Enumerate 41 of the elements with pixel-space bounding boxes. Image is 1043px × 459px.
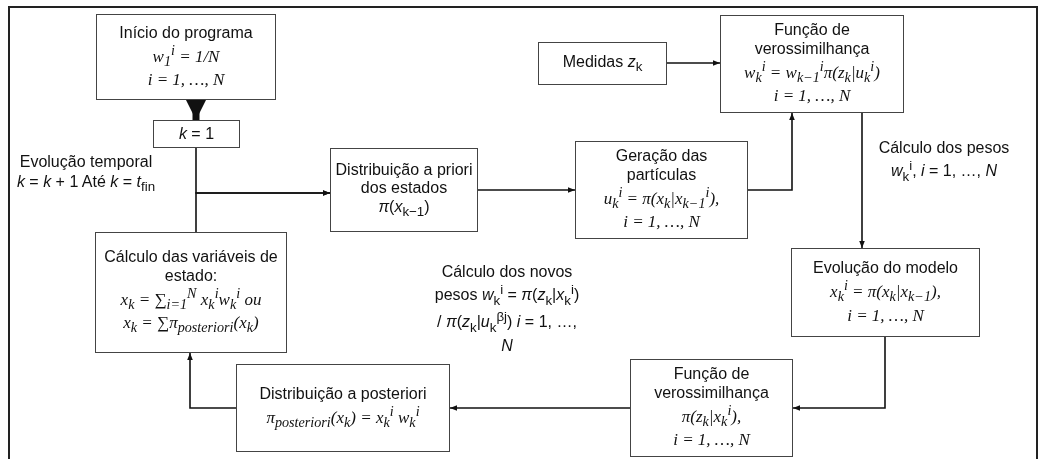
arrow xyxy=(187,352,237,409)
arrow xyxy=(186,100,206,120)
formula: i = 1, …, N xyxy=(623,212,700,233)
process-box xyxy=(96,14,276,100)
arrow xyxy=(859,112,865,249)
formula: x$_{k}$$^{i}$ = π(x$_{k}$|x$_{k−1}$), xyxy=(830,277,941,306)
arrow xyxy=(195,190,331,233)
arrow xyxy=(449,405,631,411)
arrow xyxy=(792,336,886,411)
formula: w$_{1}$$^{i}$ = 1/N xyxy=(152,41,220,70)
process-box xyxy=(330,148,478,232)
formula: x$_{k}$ = ∑π$_{posteriori}$(x$_{k}$) xyxy=(123,313,259,337)
box-heading: Medidas z$_{k}$ xyxy=(562,52,643,75)
formula: i = 1, …, N xyxy=(147,70,225,91)
box-heading: Função de verossimilhança xyxy=(753,21,871,59)
formula: i = 1, …, N xyxy=(847,305,924,326)
box-heading: Geração das partículas xyxy=(614,147,709,185)
box-heading: Função de verossimilhança xyxy=(653,365,770,403)
process-box xyxy=(720,15,904,113)
arrow xyxy=(666,60,721,66)
formula: w$_{k}$$^{i}$ = w$_{k−1}$$^{i}$π(z$_{k}$|u$_{k}$$^{i}$) xyxy=(744,58,880,87)
formula: x$_{k}$ = ∑$_{i=1}$$^{N}$ x$_{k}$$^{i}$w$_{k}$$^{i}$ ou xyxy=(120,285,262,314)
process-box xyxy=(791,248,980,337)
box-heading: Distribuição a posteriori xyxy=(259,384,427,404)
box-heading: Início do programa xyxy=(119,23,253,42)
box-heading: Distribuição a priori dos estados π(x$_{k−1}$) xyxy=(335,160,473,220)
process-box xyxy=(236,364,450,452)
process-box xyxy=(538,42,667,85)
arrow xyxy=(477,187,576,193)
process-box xyxy=(95,232,287,353)
formula: i = 1, …, N xyxy=(773,86,851,107)
arrow xyxy=(747,112,795,191)
formula: u$_{k}$$^{i}$ = π(x$_{k}$|x$_{k−1}$$^{i}$), xyxy=(603,184,720,213)
process-box xyxy=(153,120,240,148)
process-box xyxy=(575,141,748,239)
box-heading: k = 1 xyxy=(178,124,215,144)
box-heading: Evolução do modelo xyxy=(813,259,958,278)
box-heading: Cálculo das variáveis de estado: xyxy=(103,248,279,286)
process-box xyxy=(630,359,793,457)
formula: π(z$_{k}$|x$_{k}$$^{i}$), xyxy=(681,402,742,431)
formula: i = 1, …, N xyxy=(673,430,750,451)
